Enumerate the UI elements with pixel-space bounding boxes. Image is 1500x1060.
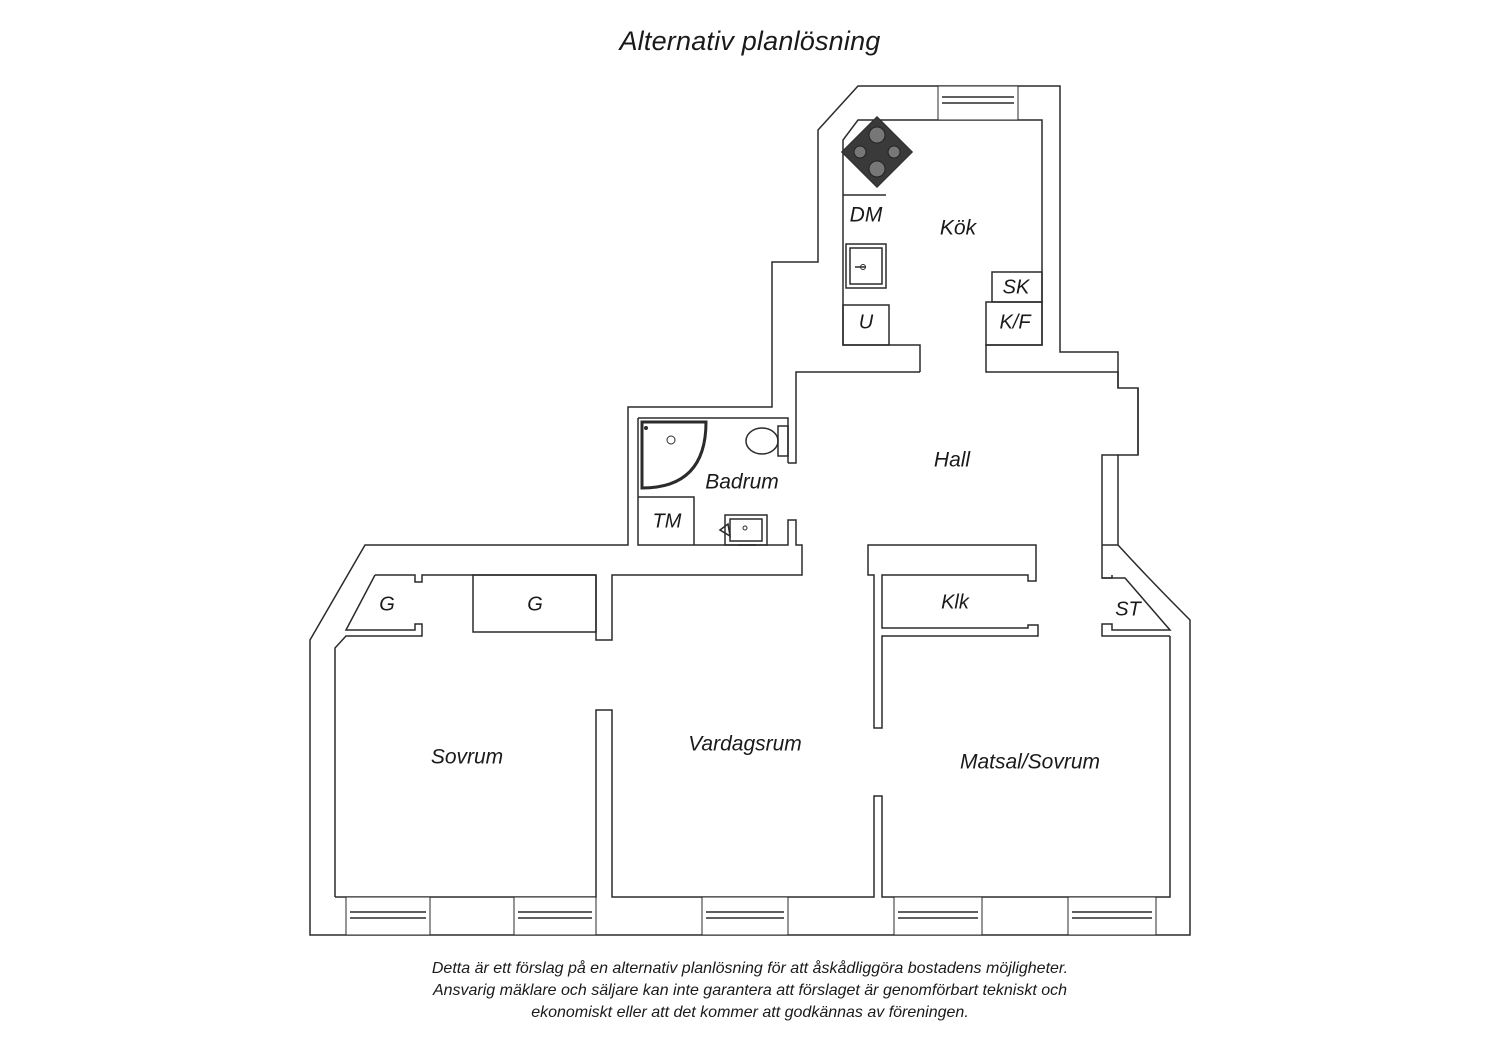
label-tm: TM <box>653 510 682 532</box>
right-inner-wall <box>1101 388 1139 579</box>
windows <box>345 85 1157 936</box>
outer-wall <box>309 85 1191 936</box>
disclaimer-line-3: ekonomiskt eller att det kommer att godk… <box>531 1004 969 1021</box>
disclaimer-line-2: Ansvarig mäklare och säljare kan inte ga… <box>432 982 1068 999</box>
window-kitchen <box>937 85 1019 121</box>
toilet-icon <box>745 425 789 457</box>
label-sk: SK <box>1003 276 1031 298</box>
washbasin-icon <box>718 514 768 546</box>
closet-klk <box>867 544 1039 729</box>
u-cabinet <box>842 304 890 346</box>
label-matsal-sovrum: Matsal/Sovrum <box>960 751 1100 774</box>
label-kf: K/F <box>999 311 1032 333</box>
label-g-right: G <box>527 593 543 615</box>
window-bottom-2 <box>513 896 597 936</box>
label-dm: DM <box>850 204 883 227</box>
bathroom-fixtures <box>640 420 789 546</box>
window-bottom-5 <box>1067 896 1157 936</box>
label-badrum: Badrum <box>705 471 779 494</box>
closet-st <box>1101 577 1172 637</box>
disclaimer-line-1: Detta är ett förslag på en alternativ pl… <box>431 960 1069 977</box>
room-labels: Kök DM U SK K/F Hall Badrum TM G G Klk S… <box>379 204 1142 774</box>
closet-g-right <box>472 574 597 633</box>
kitchen-inner-wall <box>788 119 1119 464</box>
sink-icon <box>845 243 887 289</box>
walls <box>309 85 1191 936</box>
kitchen-fixtures <box>840 115 1043 346</box>
label-klk: Klk <box>941 591 970 613</box>
closet-g-left <box>334 574 596 897</box>
page-title: Alternativ planlösning <box>619 26 881 56</box>
label-vardagsrum: Vardagsrum <box>688 733 802 756</box>
label-u: U <box>859 311 874 333</box>
window-bottom-1 <box>345 896 431 936</box>
label-st: ST <box>1115 598 1142 620</box>
label-kok: Kök <box>940 217 978 240</box>
label-g-left: G <box>379 593 395 615</box>
bathroom-tm-box <box>638 496 695 545</box>
stove-icon <box>840 115 914 189</box>
sovrum-wall <box>335 709 604 898</box>
label-hall: Hall <box>934 449 972 472</box>
shower-icon <box>640 420 708 490</box>
window-bottom-3 <box>701 896 789 936</box>
disclaimer: Detta är ett förslag på en alternativ pl… <box>0 958 1500 1024</box>
window-bottom-4 <box>893 896 983 936</box>
kf-cabinet <box>985 301 1043 346</box>
label-sovrum: Sovrum <box>431 746 503 769</box>
